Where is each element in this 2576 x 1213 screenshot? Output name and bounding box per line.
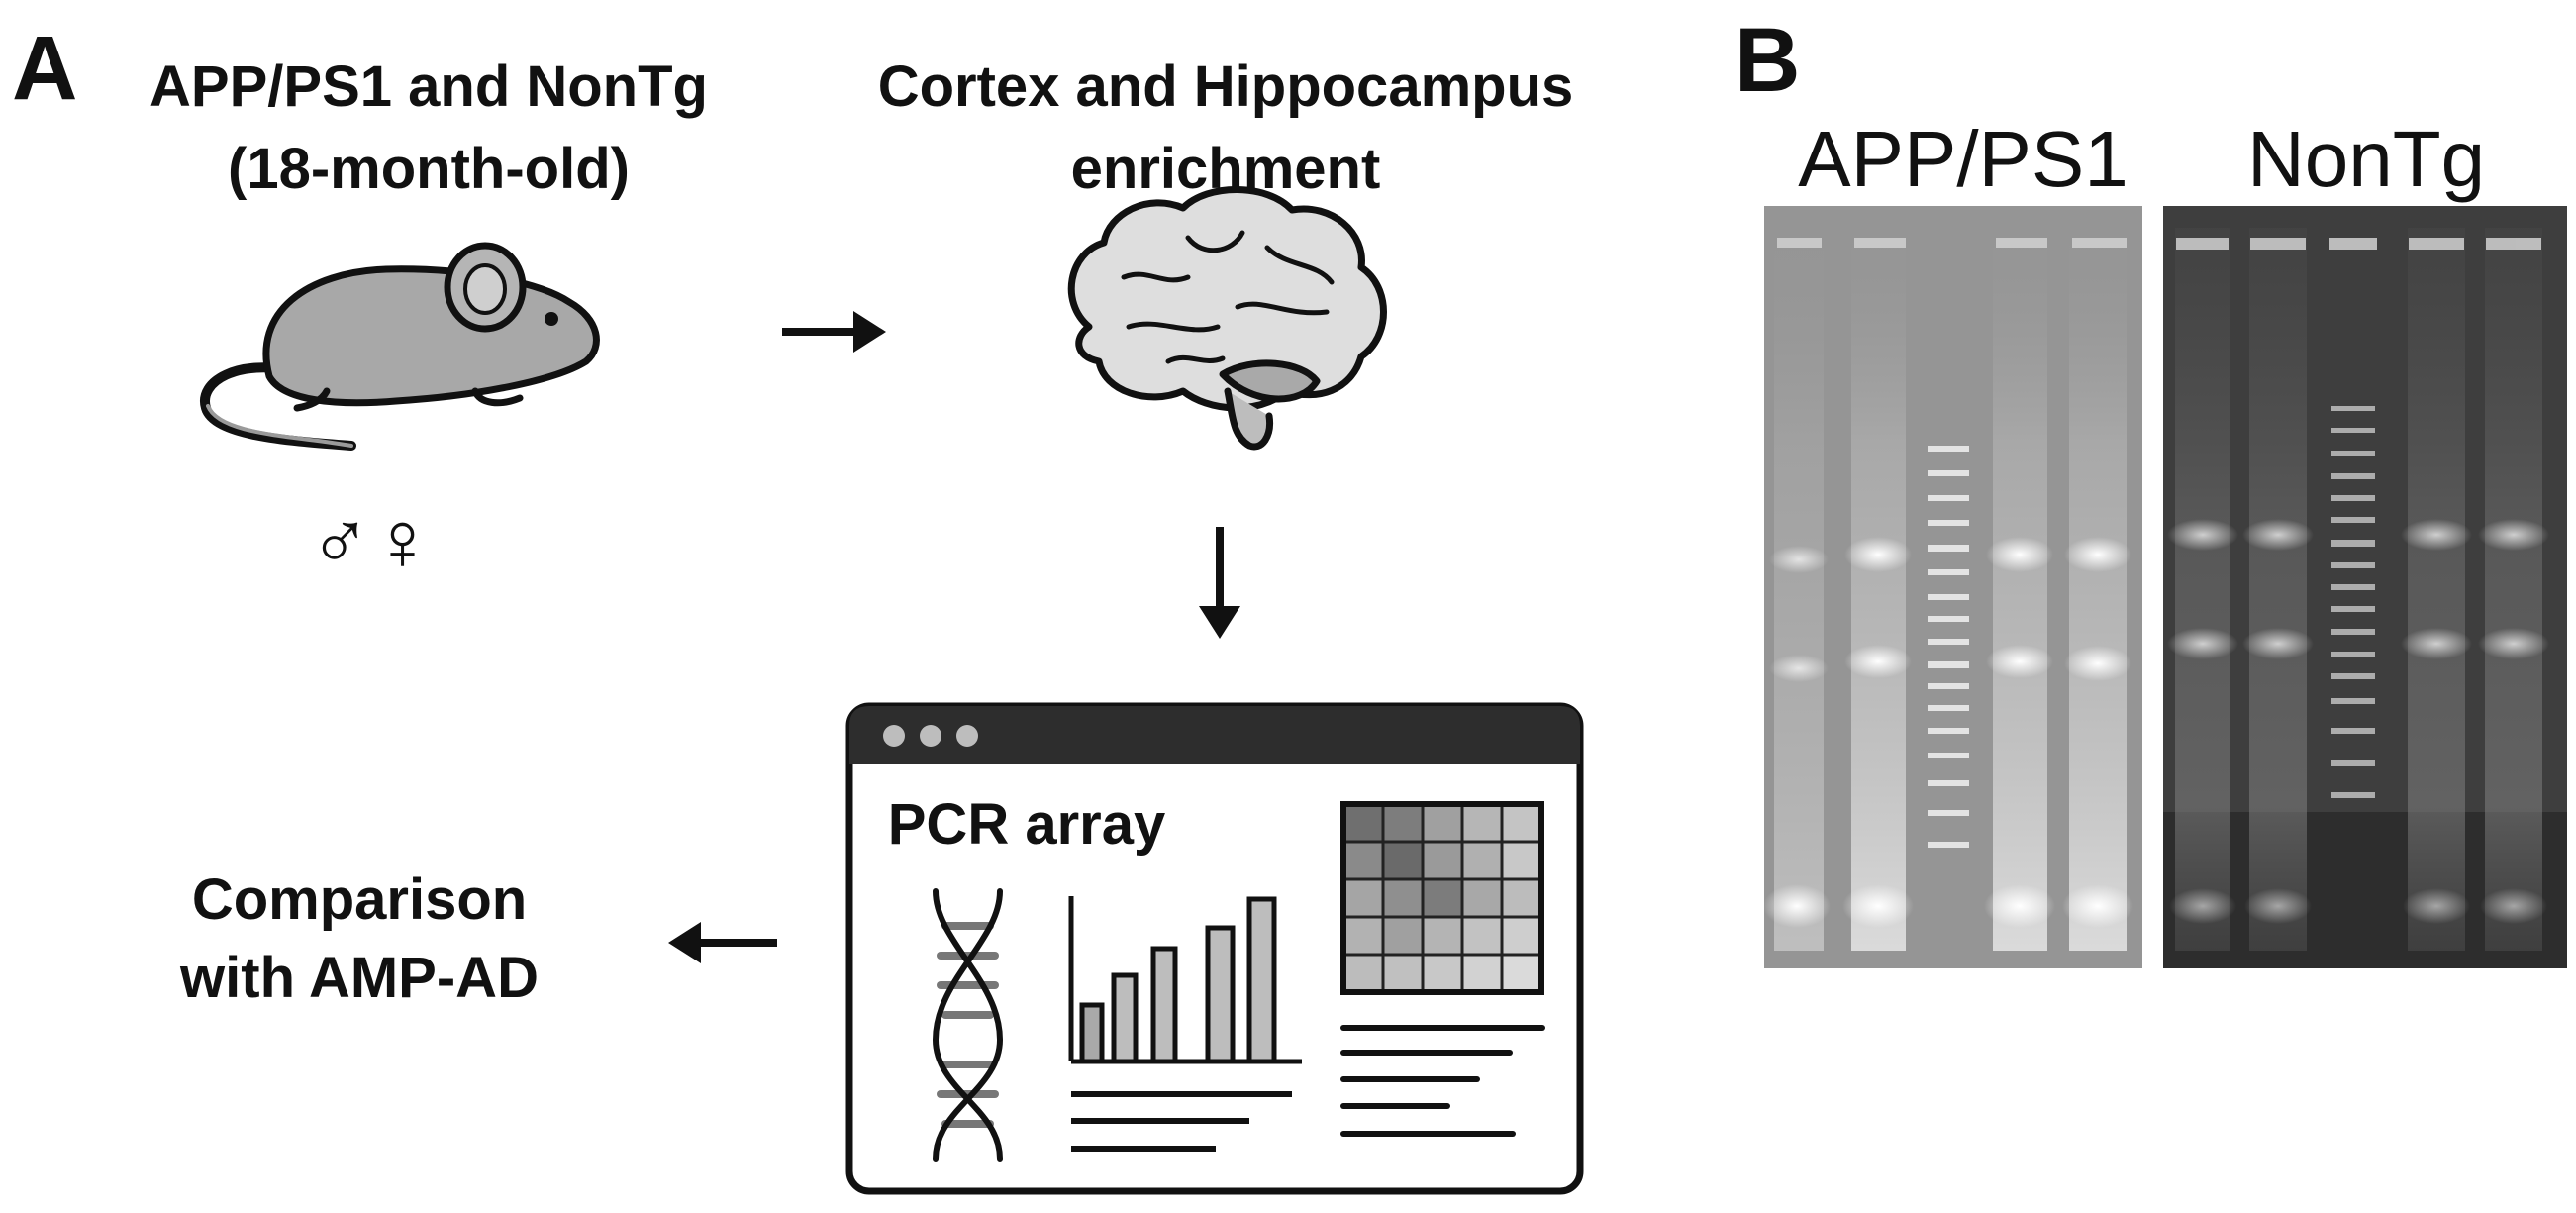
- arrow-down-icon: [1199, 527, 1240, 639]
- dna-helix-icon: [932, 888, 1004, 1162]
- sex-symbols: ♂♀: [309, 494, 434, 587]
- panel-b-letter: B: [1734, 10, 1800, 111]
- brain-icon: [1067, 186, 1387, 451]
- gel-image-app-ps1: [1763, 206, 2142, 968]
- mouse-icon: [200, 242, 600, 451]
- gel-right-label: NonTg: [2247, 115, 2485, 203]
- pcr-array-title: PCR array: [888, 792, 1165, 857]
- text-lines-icon: [1340, 1025, 1545, 1137]
- step4-title-line2: with AMP-AD: [179, 946, 539, 1010]
- gel-left-label: APP/PS1: [1798, 115, 2129, 203]
- step2-title-line1: Cortex and Hippocampus: [878, 54, 1574, 119]
- arrow-right-icon: [782, 311, 886, 353]
- step1-title-line1: APP/PS1 and NonTg: [149, 54, 708, 119]
- heatmap-grid-icon: [1340, 801, 1544, 995]
- arrow-left-icon: [668, 922, 777, 963]
- bar-chart-icon: [1068, 896, 1302, 1152]
- step1-title-line2: (18-month-old): [228, 137, 630, 201]
- panel-a-letter: A: [12, 18, 77, 119]
- step4-title-line1: Comparison: [192, 867, 527, 932]
- gel-image-nontg: [2163, 206, 2567, 968]
